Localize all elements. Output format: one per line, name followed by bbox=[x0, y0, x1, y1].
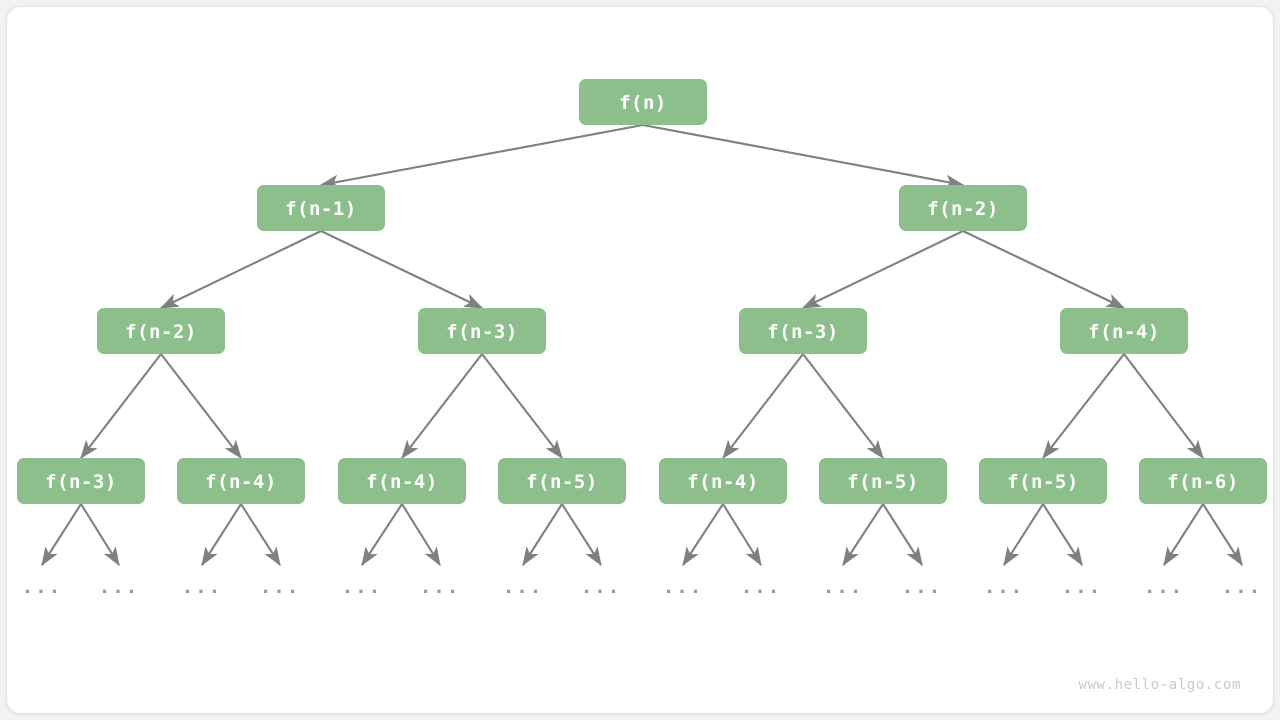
tree-edge bbox=[240, 503, 281, 567]
tree-edge bbox=[642, 123, 965, 189]
tree-edge bbox=[481, 353, 563, 459]
tree-ellipsis: ... bbox=[1062, 576, 1102, 598]
tree-node-box bbox=[819, 458, 947, 504]
tree-ellipsis: ... bbox=[420, 576, 460, 598]
tree-ellipsis: ... bbox=[22, 576, 62, 598]
tree-edge bbox=[401, 353, 483, 459]
tree-node-box bbox=[257, 185, 385, 231]
tree-ellipsis: ... bbox=[1144, 576, 1184, 598]
tree-node-label: f(n-4) bbox=[205, 471, 277, 493]
tree-node-label: f(n-4) bbox=[687, 471, 759, 493]
tree-edge bbox=[1163, 503, 1204, 567]
tree-edge bbox=[159, 230, 322, 309]
tree-ellipsis: ... bbox=[741, 576, 781, 598]
tree-edge bbox=[160, 353, 242, 459]
tree-edge bbox=[522, 503, 563, 567]
tree-node[interactable]: f(n-2) bbox=[97, 308, 225, 354]
tree-edge bbox=[962, 230, 1126, 309]
tree-edge bbox=[1003, 503, 1044, 567]
tree-node-label: f(n-6) bbox=[1167, 471, 1239, 493]
tree-node-box bbox=[979, 458, 1107, 504]
tree-edge bbox=[802, 353, 884, 459]
tree-edge bbox=[722, 503, 762, 567]
ellipsis-layer: ........................................… bbox=[22, 576, 1262, 598]
tree-edge bbox=[722, 353, 804, 459]
tree-ellipsis: ... bbox=[1222, 576, 1262, 598]
tree-node-box bbox=[1060, 308, 1188, 354]
tree-node[interactable]: f(n-3) bbox=[418, 308, 546, 354]
tree-node-label: f(n-3) bbox=[767, 321, 839, 343]
tree-node-box bbox=[177, 458, 305, 504]
tree-node-box bbox=[899, 185, 1027, 231]
tree-node-label: f(n-2) bbox=[927, 198, 999, 220]
tree-edge bbox=[882, 503, 923, 567]
tree-node[interactable]: f(n-5) bbox=[979, 458, 1107, 504]
tree-node-box bbox=[1139, 458, 1267, 504]
tree-node-label: f(n-2) bbox=[125, 321, 197, 343]
tree-node[interactable]: f(n-3) bbox=[17, 458, 145, 504]
watermark-label: www.hello-algo.com bbox=[1078, 677, 1241, 693]
tree-node-label: f(n-3) bbox=[446, 321, 518, 343]
tree-node[interactable]: f(n-4) bbox=[659, 458, 787, 504]
diagram-card: f(n) f(n-1) f(n-2) f(n-2) f(n-3) f(n-3) f(n-4)… bbox=[6, 6, 1274, 714]
tree-ellipsis: ... bbox=[984, 576, 1024, 598]
tree-node[interactable]: f(n) bbox=[579, 79, 707, 125]
tree-node-box bbox=[498, 458, 626, 504]
tree-node[interactable]: f(n-4) bbox=[177, 458, 305, 504]
tree-node[interactable]: f(n-1) bbox=[257, 185, 385, 231]
tree-node-label: f(n-5) bbox=[1007, 471, 1079, 493]
tree-node-box bbox=[97, 308, 225, 354]
tree-edge bbox=[319, 123, 644, 189]
tree-ellipsis: ... bbox=[663, 576, 703, 598]
tree-node-box bbox=[739, 308, 867, 354]
tree-node[interactable]: f(n-6) bbox=[1139, 458, 1267, 504]
edges-layer bbox=[41, 123, 1243, 567]
tree-edge bbox=[801, 230, 964, 309]
tree-node[interactable]: f(n-4) bbox=[1060, 308, 1188, 354]
tree-ellipsis: ... bbox=[902, 576, 942, 598]
tree-ellipsis: ... bbox=[260, 576, 300, 598]
tree-node-label: f(n) bbox=[619, 92, 667, 114]
tree-node-label: f(n-5) bbox=[526, 471, 598, 493]
tree-node[interactable]: f(n-2) bbox=[899, 185, 1027, 231]
tree-edge bbox=[1042, 353, 1125, 459]
tree-node[interactable]: f(n-5) bbox=[498, 458, 626, 504]
tree-edge bbox=[80, 503, 120, 567]
recursion-tree-svg: f(n) f(n-1) f(n-2) f(n-2) f(n-3) f(n-3) f(n-4)… bbox=[17, 79, 1267, 598]
tree-edge bbox=[201, 503, 242, 567]
tree-node-box bbox=[659, 458, 787, 504]
tree-node-label: f(n-5) bbox=[847, 471, 919, 493]
tree-edge bbox=[1042, 503, 1083, 567]
tree-ellipsis: ... bbox=[581, 576, 621, 598]
tree-edge bbox=[320, 230, 484, 309]
tree-edge bbox=[842, 503, 884, 567]
tree-node-box bbox=[338, 458, 466, 504]
tree-node-box bbox=[579, 79, 707, 125]
tree-ellipsis: ... bbox=[342, 576, 382, 598]
nodes-layer: f(n) f(n-1) f(n-2) f(n-2) f(n-3) f(n-3) f(n-4)… bbox=[17, 79, 1267, 504]
tree-node[interactable]: f(n-4) bbox=[338, 458, 466, 504]
tree-edge bbox=[682, 503, 724, 567]
tree-edge bbox=[1123, 353, 1204, 460]
tree-node-box bbox=[17, 458, 145, 504]
tree-edge bbox=[41, 503, 82, 567]
tree-edge bbox=[80, 353, 162, 459]
tree-node-label: f(n-3) bbox=[45, 471, 117, 493]
tree-node[interactable]: f(n-3) bbox=[739, 308, 867, 354]
tree-ellipsis: ... bbox=[182, 576, 222, 598]
tree-edge bbox=[361, 503, 403, 567]
tree-edge bbox=[401, 503, 441, 567]
tree-ellipsis: ... bbox=[99, 576, 139, 598]
tree-node-label: f(n-4) bbox=[366, 471, 438, 493]
tree-node-label: f(n-4) bbox=[1088, 321, 1160, 343]
tree-node-label: f(n-1) bbox=[285, 198, 357, 220]
tree-node[interactable]: f(n-5) bbox=[819, 458, 947, 504]
tree-node-box bbox=[418, 308, 546, 354]
tree-edge bbox=[1202, 503, 1243, 567]
tree-ellipsis: ... bbox=[823, 576, 863, 598]
tree-edge bbox=[561, 503, 602, 567]
tree-ellipsis: ... bbox=[503, 576, 543, 598]
